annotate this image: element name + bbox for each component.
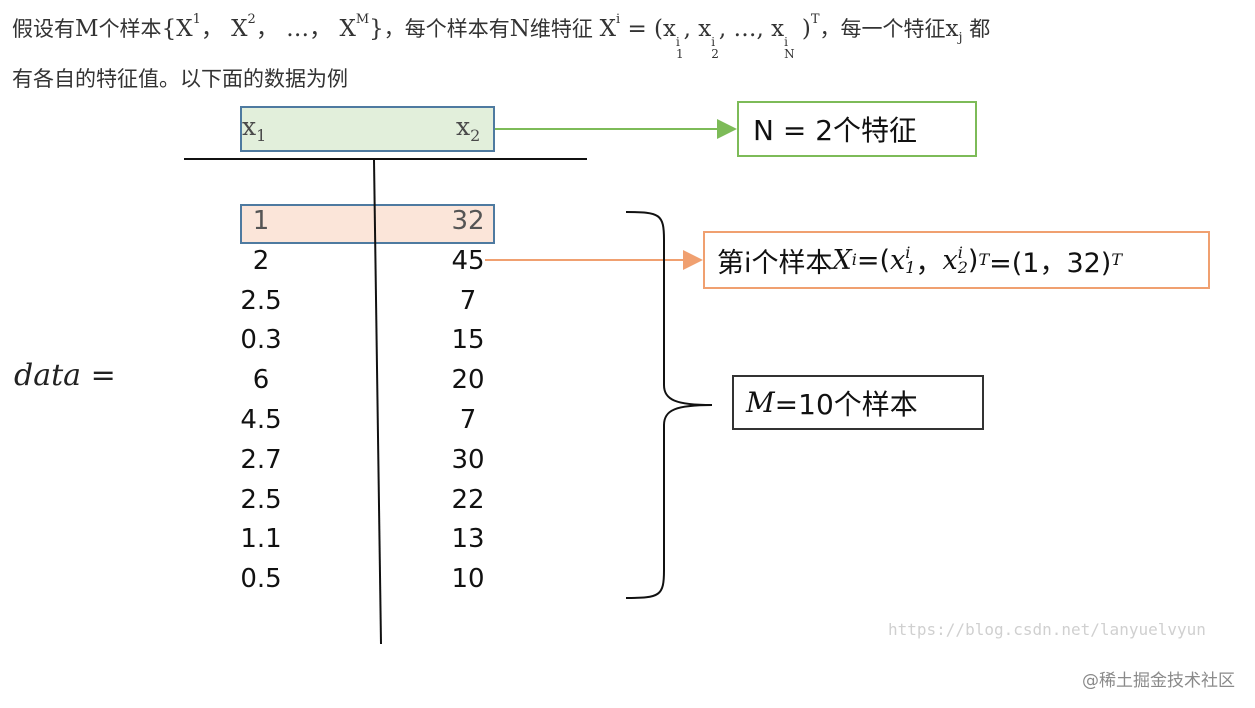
cell-x2: 32 [451,206,485,236]
intro-text: 假设有 [12,17,75,41]
samples-callout-text: =10个样本 [774,387,918,421]
intro-text: 维特征 [529,17,600,41]
data-label: data = [14,358,116,393]
cell-x2: 30 [451,444,485,475]
first-row-highlight [240,204,495,244]
cell-x1: 2.5 [240,484,282,515]
cell-x1: 2.7 [240,444,282,475]
cell-x2: 22 [451,484,485,515]
intro-text: 个样本 [98,17,162,41]
features-callout-text: N = 2个特征 [753,114,918,147]
cell-x1: 0.3 [240,325,282,356]
cell-x1: 1 [252,206,270,236]
intro-line2: 有各自的特征值。以下面的数据为例 [12,67,348,91]
samples-callout: M =10个样本 [732,375,984,430]
cell-x1: 2.5 [240,285,282,316]
math-M: M [75,16,99,42]
cell-x1: 1.1 [240,524,282,555]
cell-x2: 10 [451,564,485,595]
intro-text: 都 [962,17,991,41]
cell-x1: 6 [252,365,270,396]
cell-x2: 20 [451,365,485,396]
cell-x2: 13 [451,524,485,555]
cell-x2: 7 [459,285,477,316]
samples-brace [625,211,713,599]
math-set: {X1， X2， …， XM} [161,12,384,42]
intro-paragraph: 假设有M个样本{X1， X2， …， XM}，每个样本有N维特征 Xi = (x… [12,10,1244,98]
features-callout: N = 2个特征 [737,101,977,157]
cell-x1: 0.5 [240,564,282,595]
footer-brand: @稀土掘金技术社区 [1082,671,1235,691]
header-highlight [240,106,495,152]
cell-x2: 45 [451,245,485,276]
cell-x2: 7 [459,405,477,435]
math-xj: xj [945,16,963,46]
cell-x1: 2 [252,245,270,276]
samples-callout-M: M [746,386,775,419]
intro-text: ，每一个特征 [819,17,946,41]
watermark-url: https://blog.csdn.net/lanyuelvyun [888,620,1206,639]
header-x2: x2 [456,112,481,145]
header-x1: x1 [242,112,267,145]
intro-text: ，每个样本有 [383,17,510,41]
math-N: N [509,16,530,42]
cell-x1: 4.5 [240,405,282,435]
cell-x2: 15 [451,325,485,356]
table-column-rule [373,159,382,645]
